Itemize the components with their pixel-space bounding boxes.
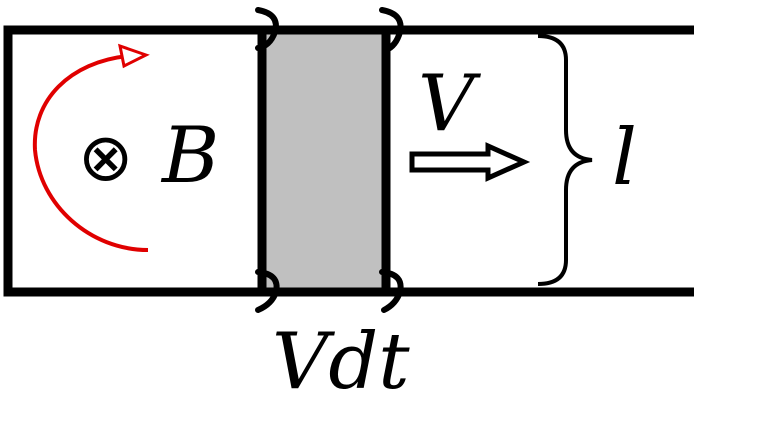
velocity-arrow-icon bbox=[409, 142, 531, 182]
length-label: l bbox=[612, 113, 637, 203]
circuit-rails bbox=[3, 25, 694, 297]
velocity-label: V bbox=[418, 59, 481, 149]
field-label: B bbox=[160, 111, 219, 201]
field-into-page-icon: ⊗ bbox=[78, 119, 133, 196]
rod-contact-hooks bbox=[255, 7, 404, 313]
displacement-label: Vdt bbox=[272, 317, 410, 407]
circulation-arrow-icon bbox=[32, 43, 150, 252]
swept-area bbox=[262, 30, 386, 292]
length-brace-icon bbox=[537, 34, 593, 286]
